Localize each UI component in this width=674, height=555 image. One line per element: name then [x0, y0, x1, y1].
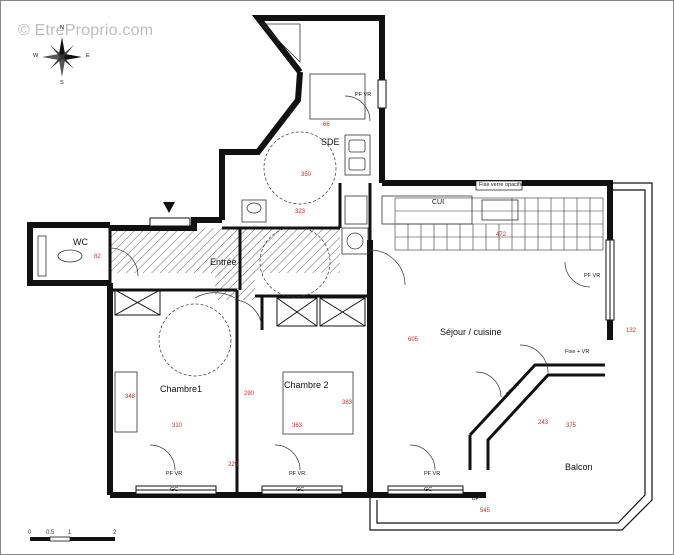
compass-rose — [42, 37, 82, 77]
windows — [135, 79, 615, 495]
sde-fixtures — [241, 23, 371, 225]
dim-cui: 472 — [496, 232, 507, 238]
room-label-entree: Entrée — [210, 257, 237, 267]
dim-c2-side: 290 — [244, 391, 255, 397]
dim-c1-h: 348 — [125, 394, 136, 400]
room-label-sde: SDE — [321, 137, 340, 147]
compass-west: W — [33, 53, 39, 59]
corridor-hatch — [110, 228, 340, 273]
annotation-pf-vr-c1: PF VR — [166, 471, 183, 477]
dim-wc: 82 — [94, 254, 101, 260]
annotation-fixe-vr: Fixe + VR — [565, 349, 590, 355]
dim-sde: 350 — [301, 172, 312, 178]
dim-c2-w: 363 — [292, 423, 303, 429]
annotation-pf-vr-c2: PF VR — [289, 471, 306, 477]
scale-label-05: 0.5 — [46, 530, 55, 536]
annotation-gc-sej: GC — [424, 487, 433, 493]
dim-c2-h: 383 — [342, 400, 353, 406]
annotation-gc-c1: GC — [170, 487, 179, 493]
door-swings — [109, 95, 591, 471]
room-label-wc: WC — [73, 237, 88, 247]
compass-east: E — [86, 53, 90, 59]
compass-south: S — [60, 80, 64, 86]
scale-label-2: 2 — [113, 530, 117, 536]
annotation-pf-vr-sde: PF VR — [355, 92, 372, 98]
entrance-arrow — [163, 202, 175, 213]
bed-chambre1 — [114, 371, 138, 433]
annotation-bp: BP — [472, 496, 480, 502]
corridor-hatch-2 — [215, 270, 255, 300]
watermark: © EtreProprio.com — [18, 22, 154, 39]
scale-label-0: 0 — [28, 530, 32, 536]
room-label-cui: CUI — [432, 199, 445, 206]
scale-label-1: 1 — [68, 530, 72, 536]
balcony-outline — [369, 182, 653, 531]
dim-sde-w: 323 — [295, 209, 306, 215]
facade-diagonal — [468, 363, 605, 470]
dim-sejour-w: 243 — [538, 420, 549, 426]
annotation-pf-vr-sej: PF VR — [424, 471, 441, 477]
kitchen-hob — [341, 227, 369, 255]
kitchen-counter — [381, 195, 473, 225]
room-label-chambre1: Chambre1 — [160, 384, 203, 394]
room-label-chambre2: Chambre 2 — [284, 380, 329, 390]
room-label-sejour: Séjour / cuisine — [440, 327, 502, 337]
annotation-gc-c2: GC — [296, 487, 305, 493]
closets — [114, 289, 366, 327]
dim-c1-w: 310 — [172, 423, 183, 429]
kitchen-sink — [481, 199, 519, 221]
bed-chambre2 — [282, 371, 354, 435]
dim-balcon-w: 545 — [480, 508, 491, 514]
dim-sejour-h: 605 — [408, 337, 419, 343]
room-label-balcon: Balcon — [565, 462, 593, 472]
annotation-fixe-verre: Fixe verre opacifié — [479, 182, 524, 188]
dim-c1-side: 225 — [228, 462, 239, 468]
annotation-pf-vr-right: PF VR — [584, 273, 601, 279]
dim-balcon: 375 — [566, 423, 577, 429]
dim-balcon-h: 132 — [626, 328, 637, 334]
fixe-verre-box — [475, 180, 523, 191]
dim-sde-side: 66 — [323, 122, 330, 128]
scale-bar — [30, 536, 115, 542]
compass-north: N — [60, 25, 64, 31]
wc-fixture — [37, 235, 83, 277]
